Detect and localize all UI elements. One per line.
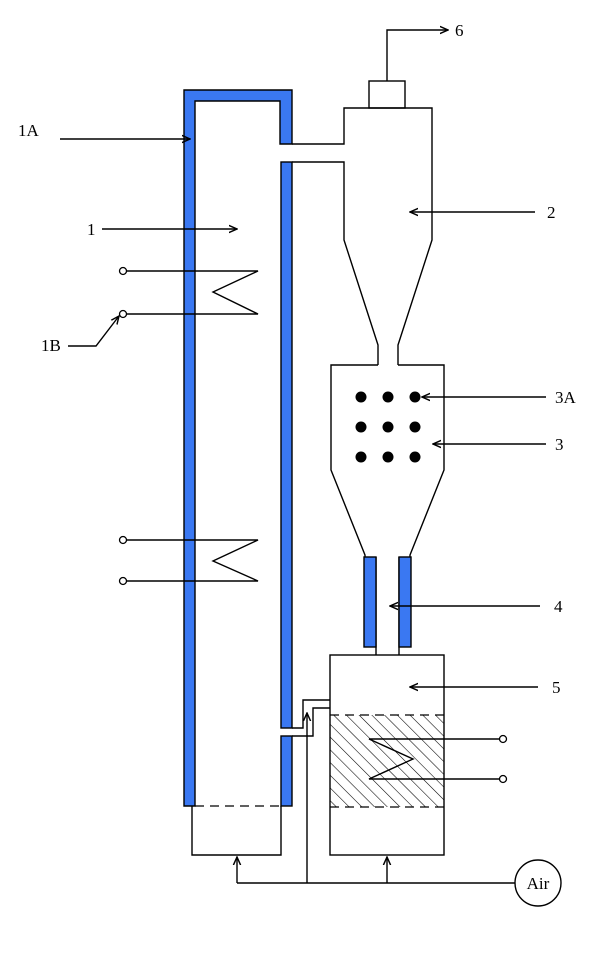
crossover-duct-lower xyxy=(292,161,379,365)
standpipe-jacket-left xyxy=(363,556,377,648)
label-1B: 1B xyxy=(41,336,61,355)
label-4: 4 xyxy=(554,597,563,616)
standpipe-jacket-right xyxy=(398,556,412,648)
label-1A: 1A xyxy=(18,121,40,140)
riser-inner-wall-lower xyxy=(280,735,293,807)
label-3: 3 xyxy=(555,435,564,454)
vessel-3 xyxy=(330,364,445,557)
riser-coil-lower xyxy=(118,535,259,586)
fluidized-bed xyxy=(330,715,444,807)
riser-reactor xyxy=(183,89,293,856)
air-label: Air xyxy=(527,874,550,893)
outlet-line-6 xyxy=(386,30,448,81)
riser-coil-upper xyxy=(118,266,259,319)
leader-1B xyxy=(68,316,119,347)
return-line xyxy=(292,699,330,737)
tube-bundle-3A xyxy=(355,391,421,463)
label-1: 1 xyxy=(87,220,96,239)
cyclone-gas-outlet xyxy=(368,80,406,109)
crossover-duct xyxy=(292,107,433,365)
air-source xyxy=(514,859,562,907)
label-3A: 3A xyxy=(555,388,577,407)
label-5: 5 xyxy=(552,678,561,697)
label-2: 2 xyxy=(547,203,556,222)
riser-outer-wall xyxy=(183,89,293,807)
label-6: 6 xyxy=(455,21,464,40)
bed-coil xyxy=(368,734,508,784)
riser-inner-wall-upper xyxy=(280,161,293,729)
riser-wind-box xyxy=(191,806,282,856)
